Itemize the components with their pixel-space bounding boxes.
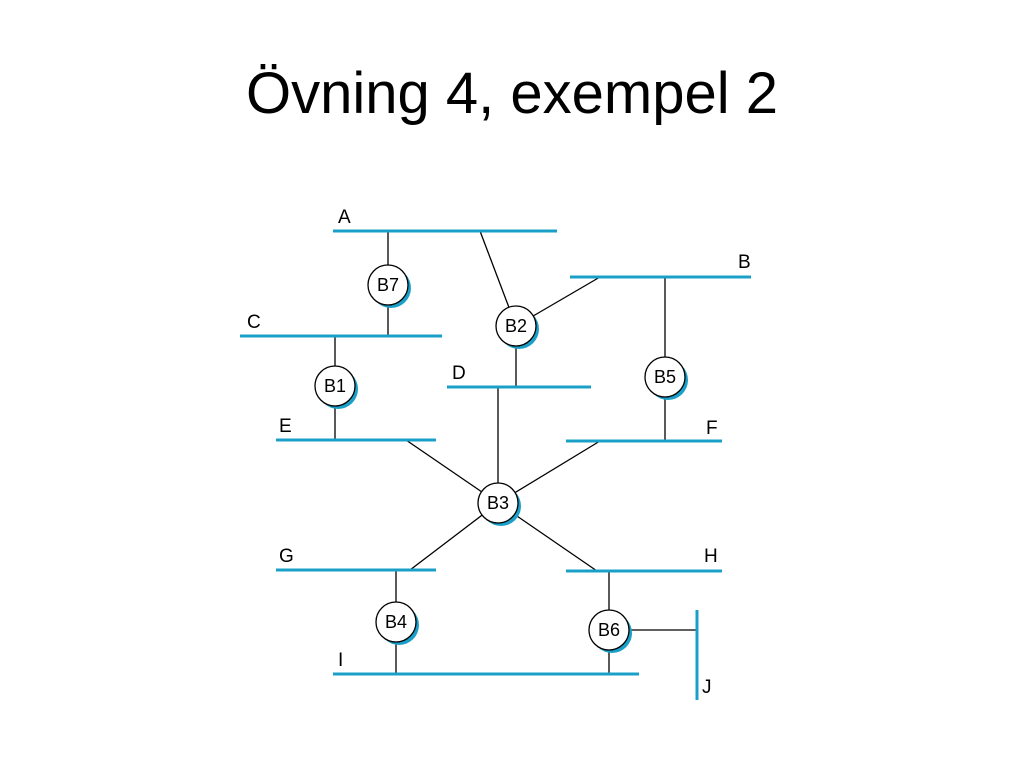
bridge-circle	[367, 264, 409, 306]
segment-label-a: A	[338, 207, 351, 228]
bridge-circle	[495, 305, 537, 347]
bridge-b3: B3	[477, 482, 521, 526]
bridge-circle	[477, 482, 519, 524]
bridge-b1: B1	[314, 365, 358, 409]
segment-label-b: B	[738, 252, 751, 273]
bridge-label-b4: B4	[385, 612, 407, 632]
segment-label-e: E	[279, 416, 292, 437]
segment-label-i: I	[338, 650, 343, 671]
slide-title: Övning 4, exempel 2	[246, 61, 778, 126]
segment-label-c: C	[247, 312, 261, 333]
segment-label-d: D	[452, 363, 466, 384]
labels-layer: A B C D E F G H I J	[247, 207, 751, 698]
segment-label-f: F	[706, 418, 718, 439]
bridge-label-b2: B2	[505, 316, 527, 336]
bridge-label-b7: B7	[377, 275, 399, 295]
segment-label-g: G	[279, 546, 294, 567]
bridge-label-b6: B6	[598, 620, 620, 640]
bridge-label-b1: B1	[324, 376, 346, 396]
bridge-b7: B7	[367, 264, 411, 308]
bridge-b4: B4	[375, 601, 419, 645]
bridge-b6: B6	[588, 609, 632, 653]
segment-label-h: H	[704, 546, 718, 567]
segments-layer	[240, 229, 751, 700]
bridge-circle	[644, 356, 686, 398]
bridge-label-b5: B5	[654, 367, 676, 387]
bridge-b2: B2	[495, 305, 539, 349]
segment-label-j: J	[702, 677, 712, 698]
bridge-b5: B5	[644, 356, 688, 400]
bridge-circle	[314, 365, 356, 407]
bridge-circle	[375, 601, 417, 643]
bridge-label-b3: B3	[487, 493, 509, 513]
bridge-circle	[588, 609, 630, 651]
